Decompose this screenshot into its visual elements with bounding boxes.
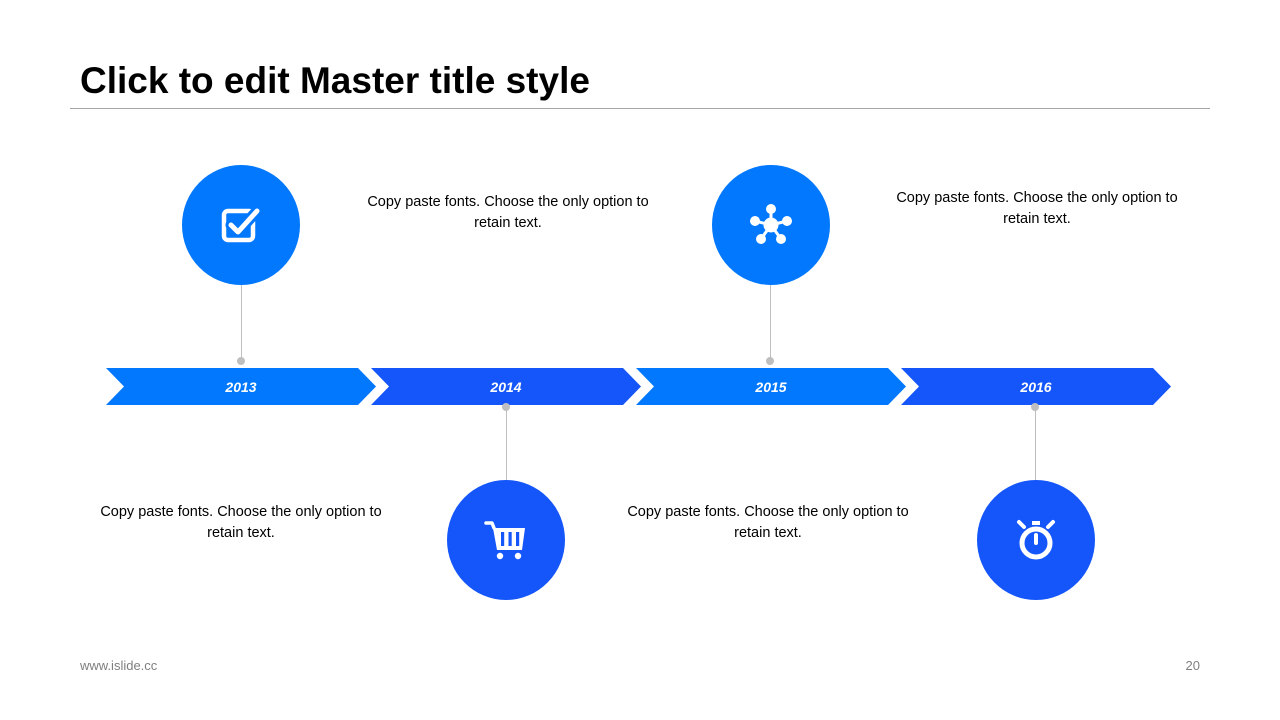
connector-line-2013 — [241, 285, 242, 361]
page-number: 20 — [1185, 658, 1200, 673]
arrow-shape — [901, 368, 1171, 405]
slide-title[interactable]: Click to edit Master title style — [80, 60, 590, 101]
checkbox-icon — [221, 205, 263, 243]
network-icon — [750, 204, 792, 244]
description-2015[interactable]: Copy paste fonts. Choose the only option… — [627, 504, 909, 541]
year-label-2015: 2015 — [755, 378, 787, 395]
arrow-shape — [106, 368, 376, 405]
description-2013[interactable]: Copy paste fonts. Choose the only option… — [100, 504, 382, 541]
milestone-circle-2016[interactable] — [977, 480, 1095, 600]
stopwatch-icon — [1017, 520, 1055, 560]
year-label-2013: 2013 — [225, 378, 257, 395]
timeline-arrow-2016[interactable]: 2016 — [901, 368, 1171, 405]
timeline-arrow-2014[interactable]: 2014 — [371, 368, 641, 405]
title-divider — [70, 108, 1210, 109]
connector-dot-2016 — [1031, 403, 1039, 411]
connector-dot-2015 — [766, 357, 774, 365]
connector-line-2015 — [770, 285, 771, 361]
year-label-2014: 2014 — [490, 378, 522, 395]
shopping-cart-icon — [484, 521, 525, 560]
connector-line-2014 — [506, 407, 507, 480]
year-label-2016: 2016 — [1020, 378, 1052, 395]
footer-url: www.islide.cc — [80, 658, 158, 673]
connector-dot-2013 — [237, 357, 245, 365]
milestone-circle-2015[interactable] — [712, 165, 830, 285]
timeline-arrow-2015[interactable]: 2015 — [636, 368, 906, 405]
milestone-circle-2013[interactable] — [182, 165, 300, 285]
description-2016[interactable]: Copy paste fonts. Choose the only option… — [896, 190, 1178, 227]
timeline-arrow-2013[interactable]: 2013 — [106, 368, 376, 405]
description-2014[interactable]: Copy paste fonts. Choose the only option… — [367, 194, 649, 231]
milestone-circle-2014[interactable] — [447, 480, 565, 600]
arrow-shape — [636, 368, 906, 405]
arrow-shape — [371, 368, 641, 405]
connector-line-2016 — [1035, 407, 1036, 480]
connector-dot-2014 — [502, 403, 510, 411]
